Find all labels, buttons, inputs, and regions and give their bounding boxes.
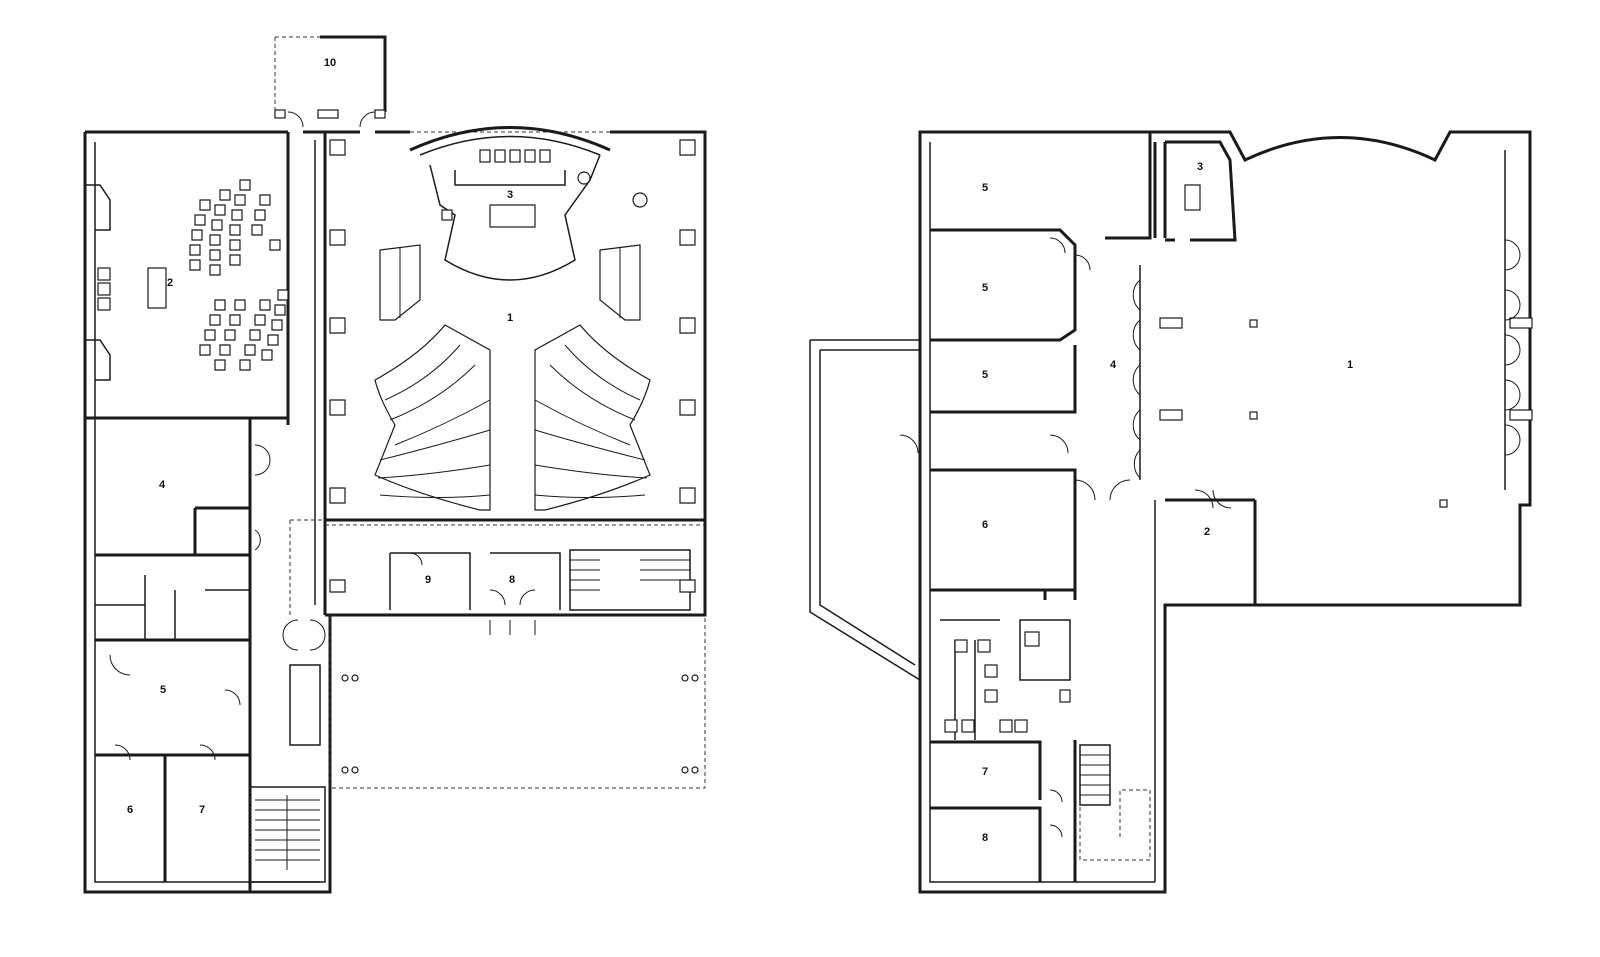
label-room-8: 8 [509, 574, 515, 586]
label-upper-room-5c: 5 [982, 369, 988, 381]
ground-floor-labels: 10 1 2 3 4 5 6 7 8 9 [127, 57, 515, 816]
label-upper-room-7: 7 [982, 766, 988, 778]
label-upper-room-1: 1 [1347, 359, 1353, 371]
label-room-1: 1 [507, 312, 513, 324]
ground-floor-walls [83, 130, 707, 894]
label-room-10: 10 [324, 57, 336, 69]
entrance-canopy [274, 35, 387, 119]
label-upper-room-8: 8 [982, 832, 988, 844]
upper-floor-doors [899, 237, 1521, 838]
lecture-hall-seating [85, 179, 289, 381]
label-upper-room-3: 3 [1197, 161, 1203, 173]
label-room-3: 3 [507, 189, 513, 201]
label-room-9: 9 [425, 574, 431, 586]
ground-floor-plan: 10 1 2 3 4 5 6 7 8 9 [83, 35, 707, 894]
upper-floor-labels: 1 2 3 4 5 5 5 6 7 8 [982, 161, 1353, 844]
worship-hall-features [329, 126, 699, 774]
label-room-4: 4 [159, 479, 166, 491]
label-upper-room-5a: 5 [982, 182, 988, 194]
label-upper-room-5b: 5 [982, 282, 988, 294]
upper-floor-walls [809, 130, 1533, 894]
label-room-7: 7 [199, 804, 205, 816]
label-upper-room-6: 6 [982, 519, 988, 531]
label-room-5: 5 [160, 684, 166, 696]
ground-floor-doors [109, 111, 536, 761]
upper-floor-plan: 1 2 3 4 5 5 5 6 7 8 [809, 130, 1533, 894]
label-room-2: 2 [167, 277, 173, 289]
label-room-6: 6 [127, 804, 133, 816]
label-upper-room-2: 2 [1204, 526, 1210, 538]
label-upper-room-4: 4 [1110, 359, 1117, 371]
